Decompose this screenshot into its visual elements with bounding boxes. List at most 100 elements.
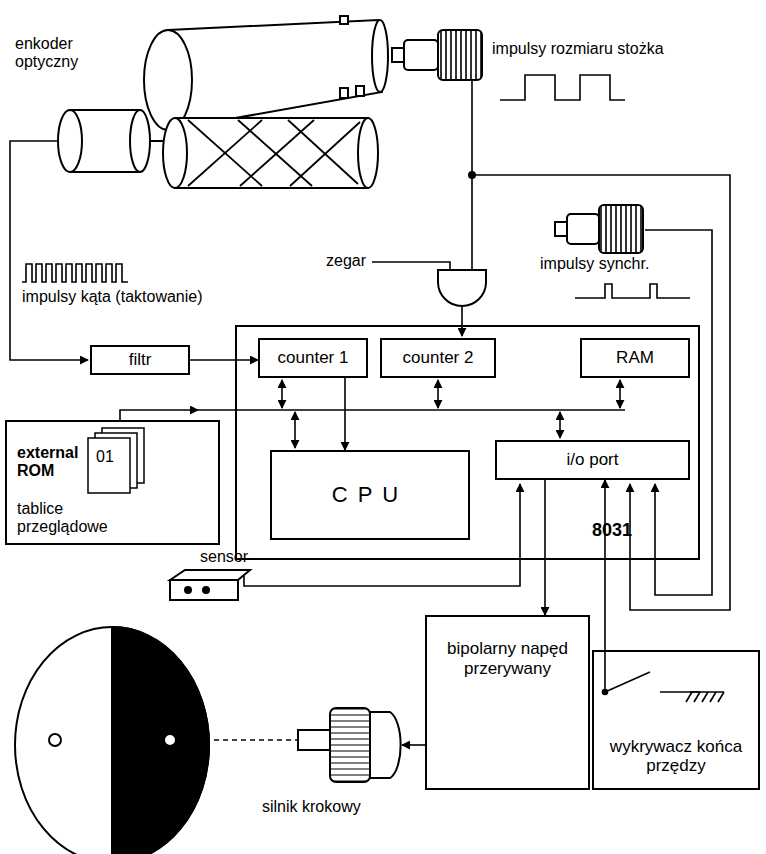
- filter-box: filtr: [90, 345, 190, 375]
- signal-wire: [461, 306, 463, 336]
- cone-sensor: [392, 48, 404, 62]
- grooved-drum: [175, 118, 368, 188]
- box-text: tablice przeglądowe: [17, 500, 127, 537]
- drive-wire: [402, 744, 425, 746]
- rom-pages: [88, 438, 130, 493]
- yarn-detector-box: wykrywacz końca przędzy: [592, 650, 760, 790]
- disc-sensor: [170, 580, 238, 600]
- stepper-motor: [330, 708, 370, 782]
- rom-pages: [88, 428, 144, 493]
- data-bus: [294, 412, 296, 448]
- grooved-drum: [188, 120, 360, 186]
- signal-wire: [472, 175, 730, 610]
- signal-connector: [344, 378, 346, 450]
- optical-encoder: [58, 110, 175, 172]
- cone-sensor: [392, 30, 482, 80]
- grooved-drum: [288, 120, 358, 184]
- counter-box: counter 1: [258, 338, 368, 378]
- box-label: bipolarny napęd przerywany: [433, 639, 582, 678]
- stepper-motor: [298, 708, 401, 782]
- index-disc: [164, 734, 176, 746]
- cone-bobbin: [168, 20, 382, 130]
- and-gate: [438, 270, 486, 306]
- pulse-waveform: [575, 284, 690, 298]
- box-text: 01: [96, 448, 136, 466]
- yarn-switch: [605, 672, 650, 692]
- data-bus: [120, 410, 198, 420]
- ram-box: RAM: [580, 338, 690, 378]
- part-label: zegar: [326, 252, 386, 270]
- io-port-box: i/o port: [495, 440, 690, 480]
- grooved-drum: [290, 122, 360, 186]
- data-bus: [619, 380, 621, 408]
- index-disc: [49, 734, 61, 746]
- signal-connector: [190, 359, 258, 361]
- yarn-switch: [603, 652, 725, 702]
- counter-box: counter 2: [380, 338, 496, 378]
- grooved-drum: [163, 118, 187, 188]
- part-label: impulsy rozmiaru stożka: [492, 40, 752, 58]
- box-label: 8031: [592, 520, 682, 541]
- illustration: [10, 16, 730, 854]
- synchr-sensor: [555, 205, 643, 253]
- grooved-drum: [240, 120, 314, 186]
- box-label: filtr: [129, 350, 152, 370]
- box-label: CPU: [332, 482, 408, 507]
- shaft-axis: [178, 739, 298, 740]
- box-label: external ROM: [17, 444, 91, 481]
- signal-connector: [544, 480, 546, 615]
- signal-wire: [372, 262, 450, 270]
- microcontroller-box: 8031 counter 1 counter 2 RAM CPU i/o port: [235, 325, 700, 560]
- signal-connector: [604, 480, 606, 650]
- driver-box: bipolarny napęd przerywany: [425, 615, 590, 790]
- data-bus: [281, 380, 283, 408]
- box-label: i/o port: [567, 450, 619, 470]
- cone-bobbin: [144, 16, 388, 130]
- grooved-drum: [163, 118, 378, 188]
- grooved-drum: [358, 118, 378, 188]
- stepper-motor: [298, 730, 330, 750]
- yarn-switch: [686, 692, 724, 702]
- data-bus: [120, 380, 625, 448]
- optical-encoder: [130, 110, 150, 172]
- index-disc: [112, 627, 209, 854]
- part-label: silnik krokowy: [262, 798, 402, 816]
- cpu-box: CPU: [270, 450, 470, 540]
- encoder-wire: [10, 141, 88, 360]
- box-label: counter 2: [403, 348, 474, 368]
- cone-bobbin: [340, 88, 348, 98]
- yarn-switch: [604, 652, 606, 690]
- stepper-motor: [370, 712, 401, 778]
- cone-bobbin: [340, 16, 348, 24]
- data-bus: [559, 412, 561, 438]
- synchr-sensor: [599, 205, 643, 253]
- disc-sensor: [203, 587, 209, 593]
- disc-sensor: [185, 587, 191, 593]
- junction-dot: [468, 171, 476, 179]
- disc-sensor: [170, 570, 250, 600]
- part-label: impulsy kąta (taktowanie): [22, 288, 262, 306]
- pulse-waveform: [500, 75, 625, 100]
- disc-sensor: [170, 570, 250, 580]
- part-label: sensor: [200, 548, 280, 566]
- cone-bobbin: [356, 86, 364, 96]
- part-label: enkoder optyczny: [15, 35, 115, 72]
- synchr-sensor: [567, 214, 599, 244]
- box-label: wykrywacz końca przędzy: [600, 737, 752, 776]
- data-bus: [437, 380, 439, 408]
- pulse-waveform: [22, 264, 128, 282]
- optical-encoder: [58, 110, 82, 172]
- box-label: RAM: [616, 348, 654, 368]
- cone-bobbin: [372, 20, 388, 92]
- part-label: impulsy synchr.: [540, 255, 700, 273]
- cone-bobbin: [144, 30, 192, 130]
- box-label: counter 1: [278, 348, 349, 368]
- data-bus: [198, 409, 625, 411]
- cone-sensor: [404, 40, 438, 70]
- synchr-sensor: [555, 222, 567, 236]
- cone-sensor: [438, 30, 482, 80]
- rom-box: external ROM 01 tablice przeglądowe: [5, 420, 220, 545]
